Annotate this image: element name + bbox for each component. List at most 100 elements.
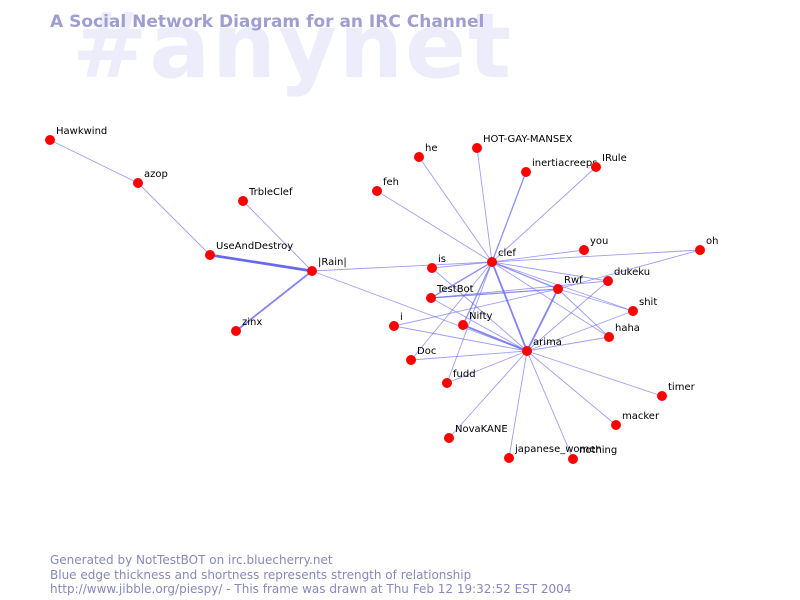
edge-clef-arima xyxy=(491,261,528,352)
node-dot-he xyxy=(414,152,424,162)
edge-clef-TestBot xyxy=(430,261,493,299)
node-TestBot: TestBot xyxy=(426,284,474,303)
edge-HOTGAY-clef xyxy=(476,147,493,263)
node-label-nothing: nothing xyxy=(579,445,617,456)
node-dot-inertiacreeps xyxy=(521,167,531,177)
node-TrbleClef: TrbleClef xyxy=(238,187,293,206)
node-dot-clef xyxy=(487,257,497,267)
footer-legend: Blue edge thickness and shortness repres… xyxy=(50,567,472,582)
edge-UseAndDestroy-Rain xyxy=(209,253,313,273)
node-clef: clef xyxy=(487,248,516,267)
edge-inertiacreeps-clef xyxy=(491,171,527,263)
edge-i-Rwf xyxy=(393,288,559,327)
node-label-shit: shit xyxy=(639,297,657,308)
node-label-azop: azop xyxy=(144,169,168,180)
node-HOTGAY: HOT-GAY-MANSEX xyxy=(472,134,573,153)
node-dot-Rain xyxy=(307,266,317,276)
node-label-inertiacreeps: inertiacreeps xyxy=(532,158,597,169)
node-dot-TrbleClef xyxy=(238,196,248,206)
node-label-is: is xyxy=(438,254,446,265)
edge-Rain-arima xyxy=(311,270,528,352)
edge-feh-clef xyxy=(376,190,493,263)
node-dot-UseAndDestroy xyxy=(205,250,215,260)
page-title: A Social Network Diagram for an IRC Chan… xyxy=(50,12,485,32)
node-label-arima: arima xyxy=(533,337,562,348)
node-japanese_women: japanese_women xyxy=(504,444,602,463)
node-label-japanese_women: japanese_women xyxy=(514,444,602,455)
node-label-NovaKANE: NovaKANE xyxy=(455,424,508,435)
edge-oh-Rwf xyxy=(557,249,701,290)
node-label-dukeku: dukeku xyxy=(614,267,650,278)
node-nothing: nothing xyxy=(568,445,617,464)
edge-clef-Rwf xyxy=(491,261,559,290)
node-label-macker: macker xyxy=(622,411,660,422)
node-is: is xyxy=(427,254,446,273)
channel-watermark: #anynet xyxy=(72,0,514,99)
node-Hawkwind: Hawkwind xyxy=(45,126,107,145)
node-label-Rain: |Rain| xyxy=(318,257,347,268)
edge-NovaKANE-arima xyxy=(448,350,528,439)
node-Rain: |Rain| xyxy=(307,257,347,276)
edge-Rwf-arima xyxy=(526,288,559,352)
node-dot-haha xyxy=(604,332,614,342)
footer: Generated by NotTestBOT on irc.bluecherr… xyxy=(50,553,571,597)
node-dot-Hawkwind xyxy=(45,135,55,145)
node-label-UseAndDestroy: UseAndDestroy xyxy=(216,241,293,252)
node-IRule: IRule xyxy=(591,153,627,172)
node-haha: haha xyxy=(604,323,640,342)
node-fudd: fudd xyxy=(442,369,476,388)
node-NovaKANE: NovaKANE xyxy=(444,424,508,443)
node-you: you xyxy=(579,236,608,255)
node-inertiacreeps: inertiacreeps xyxy=(521,158,597,177)
edge-is-clef xyxy=(431,261,493,269)
footer-generated-by: Generated by NotTestBOT on irc.bluecherr… xyxy=(50,553,333,567)
node-Doc: Doc xyxy=(406,346,436,365)
edge-Rwf-shit xyxy=(557,288,634,312)
node-label-TrbleClef: TrbleClef xyxy=(248,187,293,198)
edge-oh-clef xyxy=(491,249,701,263)
edge-macker-arima xyxy=(526,350,617,426)
node-dot-zinx xyxy=(231,326,241,336)
node-dot-feh xyxy=(372,186,382,196)
edge-is-arima xyxy=(431,267,528,352)
node-dot-dukeku xyxy=(603,276,613,286)
edge-i-arima xyxy=(393,325,528,352)
node-dot-japanese_women xyxy=(504,453,514,463)
edge-IRule-clef xyxy=(491,166,597,263)
edge-Nifty-arima xyxy=(462,324,528,352)
node-dot-TestBot xyxy=(426,293,436,303)
node-label-Rwf: Rwf xyxy=(564,275,583,286)
node-label-TestBot: TestBot xyxy=(436,284,474,295)
node-label-HOTGAY: HOT-GAY-MANSEX xyxy=(483,134,573,145)
node-dot-i xyxy=(389,321,399,331)
node-i: i xyxy=(389,312,403,331)
node-Rwf: Rwf xyxy=(553,275,583,294)
edge-shit-arima xyxy=(526,310,634,352)
node-label-clef: clef xyxy=(498,248,516,259)
node-dot-is xyxy=(427,263,437,273)
node-label-oh: oh xyxy=(706,236,718,247)
node-azop: azop xyxy=(133,169,168,188)
node-label-timer: timer xyxy=(668,382,696,393)
node-label-he: he xyxy=(425,143,438,154)
node-dot-azop xyxy=(133,178,143,188)
node-dot-Nifty xyxy=(458,320,468,330)
footer-source: http://www.jibble.org/piespy/ - This fra… xyxy=(50,582,572,596)
edge-TestBot-arima xyxy=(430,297,528,352)
edge-clef-shit xyxy=(491,261,634,312)
edge-he-clef xyxy=(418,156,493,263)
edge-zinx-Rain xyxy=(235,270,313,332)
node-UseAndDestroy: UseAndDestroy xyxy=(205,241,293,260)
node-dot-arima xyxy=(522,346,532,356)
edge-clef-haha xyxy=(491,261,610,338)
edge-TestBot-dukeku xyxy=(430,280,609,299)
edge-timer-arima xyxy=(526,350,663,397)
node-shit: shit xyxy=(628,297,657,316)
node-timer: timer xyxy=(657,382,696,401)
node-dukeku: dukeku xyxy=(603,267,650,286)
edge-Rain-clef xyxy=(311,261,493,272)
node-oh: oh xyxy=(695,236,718,255)
node-zinx: zinx xyxy=(231,317,262,336)
